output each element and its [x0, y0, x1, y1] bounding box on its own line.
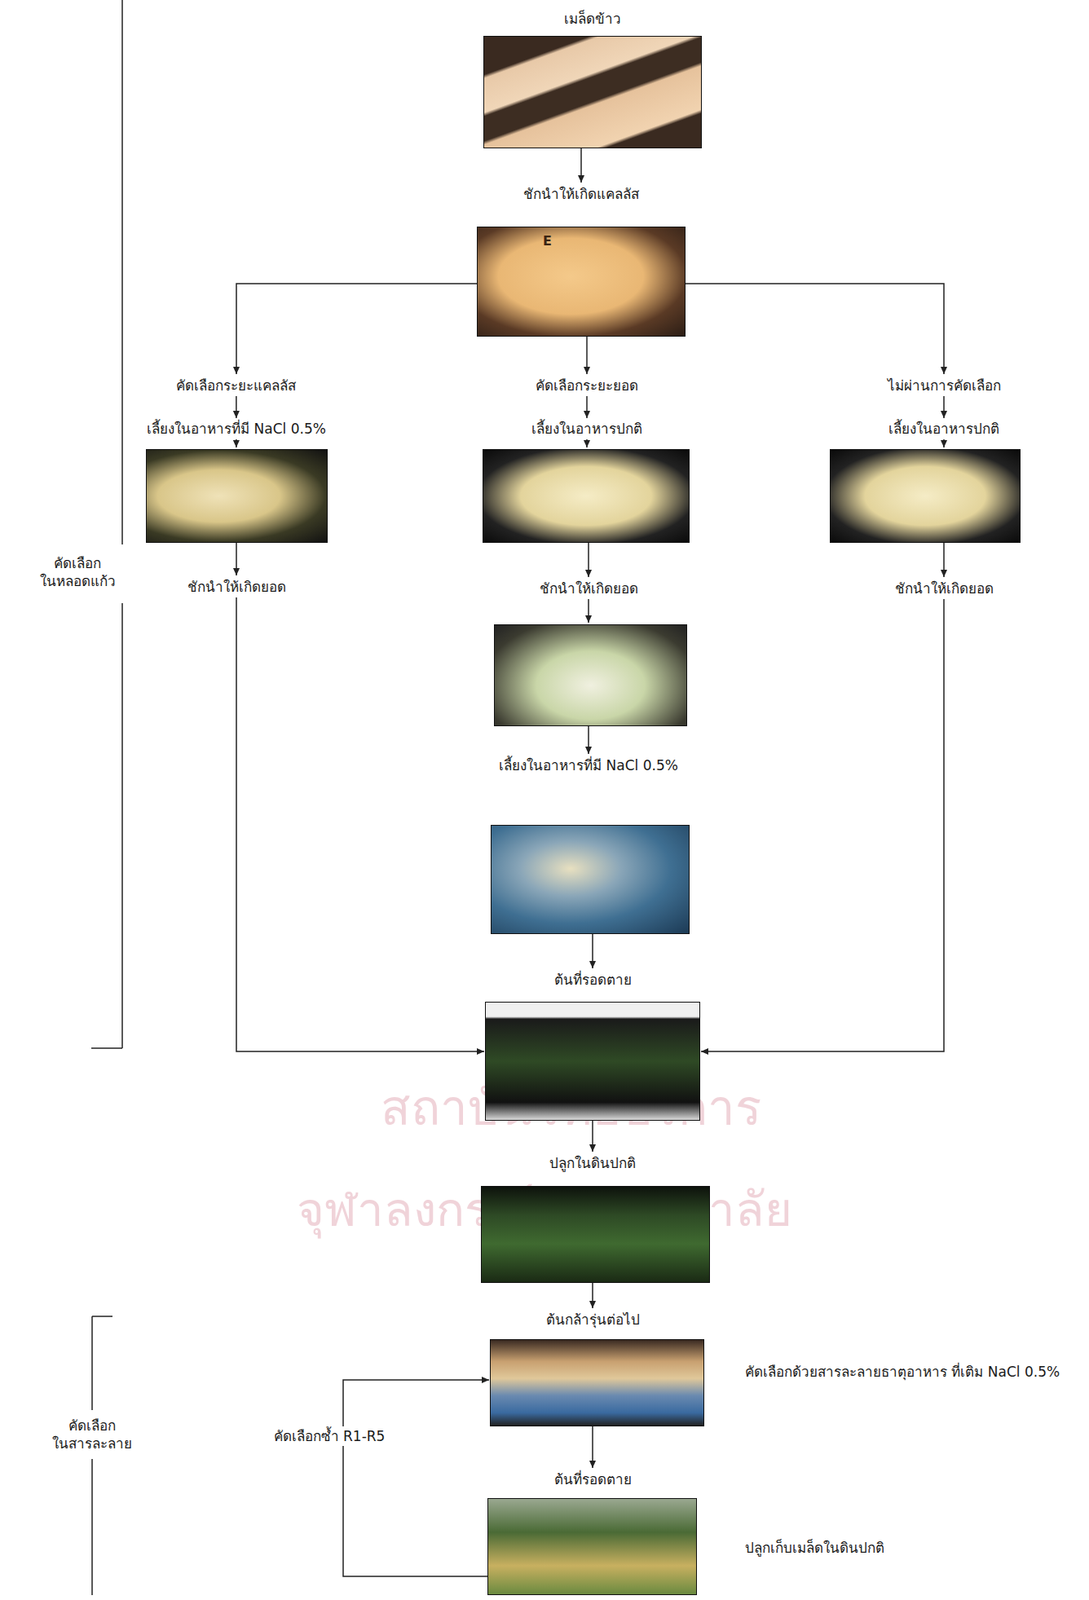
- flow-arrow: [587, 726, 590, 754]
- bracket-line: [121, 0, 124, 545]
- step-node: เมล็ดข้าว: [483, 8, 702, 149]
- flow-arrow: [236, 283, 477, 375]
- bracket-line: [91, 1047, 123, 1050]
- note-label: คัดเลือก ในสารละลาย: [47, 1416, 137, 1453]
- step-label: ต้นที่รอดตาย: [554, 1470, 632, 1489]
- step-label: ต้นกล้ารุ่นต่อไป: [546, 1310, 640, 1329]
- step-node: ชักนำให้เกิดยอด: [493, 577, 688, 727]
- step-node: ต้นที่รอดตาย: [484, 969, 701, 1121]
- photo: [480, 1185, 710, 1283]
- photo: [829, 449, 1021, 543]
- step-label: คัดเลือกระยะแคลลัส: [176, 376, 296, 395]
- step-label: ชักนำให้เกิดยอด: [539, 579, 639, 598]
- flow-arrow: [591, 934, 594, 969]
- bracket-line: [91, 1459, 93, 1596]
- step-arrow: [943, 396, 945, 419]
- step-node: ต้นกล้ารุ่นต่อไป: [489, 1309, 705, 1427]
- edge-label: คัดเลือกซ้ำ R1-R5: [270, 1426, 389, 1447]
- step-node: คัดเลือกระยะยอดเลี้ยงในอาหารปกติ: [482, 374, 690, 543]
- flow-arrow: [343, 1379, 490, 1577]
- step-arrow: [235, 396, 238, 419]
- step-label: ต้นที่รอดตาย: [554, 970, 632, 989]
- photo: [145, 449, 328, 543]
- step-arrow: [943, 439, 945, 448]
- step-node: ชักนำให้เกิดยอด: [891, 577, 997, 600]
- step-node: ชักนำให้เกิดยอด: [184, 576, 290, 598]
- step-arrow: [586, 396, 588, 419]
- flow-arrow: [591, 1426, 594, 1469]
- step-label: ชักนำให้เกิดยอด: [187, 577, 287, 596]
- step-label: เลี้ยงในอาหารปกติ: [888, 419, 1000, 438]
- bracket-line: [92, 1315, 113, 1318]
- photo: [476, 226, 686, 337]
- step-label: คัดเลือกระยะยอด: [535, 376, 639, 395]
- flow-arrow: [591, 1282, 594, 1309]
- flow-arrow: [591, 1120, 594, 1152]
- note-label: คัดเลือกด้วยสารละลายธาตุอาหาร ที่เติม Na…: [745, 1362, 1080, 1381]
- step-label: ไม่ผ่านการคัดเลือก: [887, 376, 1001, 395]
- flow-arrow: [586, 336, 588, 375]
- step-label: เมล็ดข้าว: [564, 9, 622, 28]
- step-node: คัดเลือกระยะแคลลัสเลี้ยงในอาหารที่มี NaC…: [143, 374, 330, 543]
- step-node: ไม่ผ่านการคัดเลือกเลี้ยงในอาหารปกติ: [829, 374, 1021, 543]
- step-node: ชักนำให้เกิดแคลลัส: [476, 183, 686, 337]
- flow-arrow: [235, 542, 238, 576]
- bracket-line: [91, 1316, 93, 1411]
- step-arrow: [587, 599, 590, 623]
- flow-arrow: [685, 283, 944, 375]
- photo: [490, 824, 690, 935]
- step-label: ชักนำให้เกิดแคลลัส: [523, 185, 640, 203]
- photo: [483, 35, 702, 149]
- flow-arrow: [701, 599, 944, 1052]
- step-node: เลี้ยงในอาหารที่มี NaCl 0.5%: [490, 754, 690, 935]
- step-label: ชักนำให้เกิดยอด: [895, 579, 994, 598]
- step-label: เลี้ยงในอาหารที่มี NaCl 0.5%: [146, 419, 327, 438]
- step-label: เลี้ยงในอาหารปกติ: [531, 419, 643, 438]
- photo: [487, 1498, 697, 1596]
- note-label: ปลูกเก็บเมล็ดในดินปกติ: [745, 1538, 885, 1557]
- flow-arrow: [580, 148, 582, 183]
- step-arrow: [235, 439, 238, 448]
- step-node: ต้นที่รอดตาย: [487, 1468, 697, 1596]
- photo: [484, 1001, 701, 1121]
- step-label: ปลูกในดินปกติ: [549, 1154, 636, 1173]
- photo: [489, 1339, 705, 1427]
- note-label: คัดเลือก ในหลอดแก้ว: [32, 554, 123, 591]
- photo: [482, 449, 690, 543]
- photo: [493, 624, 688, 727]
- step-arrow: [586, 439, 588, 448]
- bracket-line: [121, 603, 124, 1049]
- flow-arrow: [236, 597, 485, 1052]
- flow-arrow: [587, 542, 590, 578]
- flow-arrow: [943, 542, 945, 578]
- note-label: E: [542, 233, 552, 250]
- step-label: เลี้ยงในอาหารที่มี NaCl 0.5%: [498, 756, 679, 775]
- step-node: ปลูกในดินปกติ: [480, 1152, 710, 1283]
